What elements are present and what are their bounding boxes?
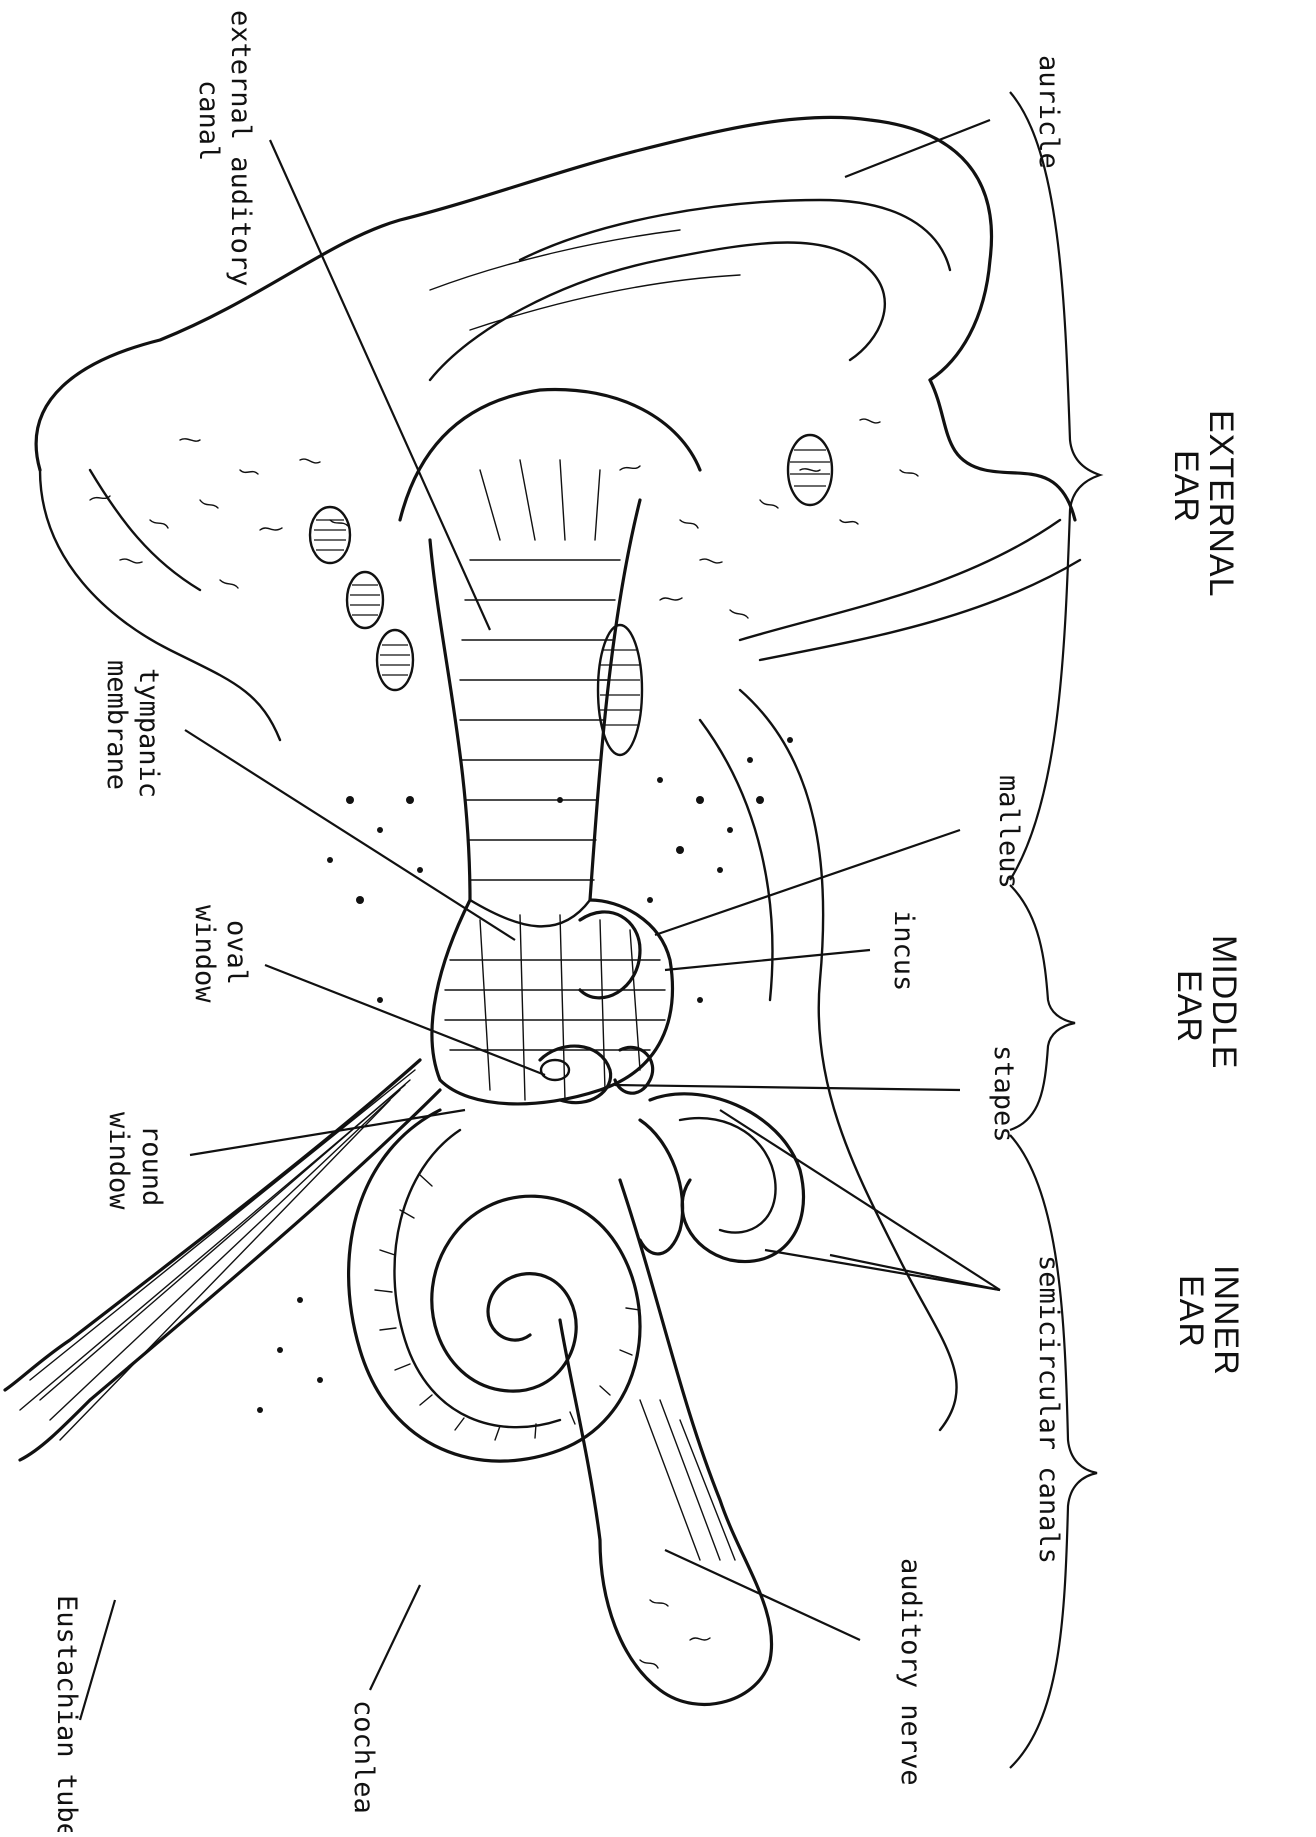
auricle-label: auricle: [1033, 55, 1064, 169]
round-window-label-line1: round: [136, 1125, 167, 1206]
inner-ear-drawing: [349, 520, 1080, 1704]
auditory-nerve-label: auditory nerve: [895, 1558, 926, 1786]
eustachian-tube-drawing: [5, 1060, 440, 1460]
inner-ear-label-line1: INNER: [1207, 1265, 1245, 1376]
auricle-drawing: [36, 117, 1075, 755]
external-ear-label-line1: EXTERNAL: [1202, 410, 1240, 598]
middle-ear-label-line2: EAR: [1170, 970, 1208, 1043]
stapes-label: stapes: [988, 1045, 1019, 1143]
cochlea-label: cochlea: [348, 1700, 379, 1814]
external-ear-label-line2: EAR: [1167, 450, 1205, 523]
oval-window-label-line2: window: [189, 905, 220, 1003]
eustachian-tube-label: Eustachian tube: [51, 1595, 82, 1832]
ear-canal-drawing: [400, 390, 700, 900]
round-window-label-line2: window: [103, 1112, 134, 1210]
tympanic-membrane-label-line1: tympanic: [133, 668, 164, 798]
external-auditory-canal-label-line2: canal: [193, 80, 224, 161]
oval-window-label-line1: oval: [221, 920, 252, 985]
tympanic-membrane-label-line2: membrane: [101, 660, 132, 790]
inner-ear-label-line2: EAR: [1172, 1275, 1210, 1348]
semicircular-canals-label: semicircular canals: [1033, 1255, 1064, 1564]
incus-label: incus: [888, 910, 919, 991]
external-auditory-canal-label-line1: external auditory: [225, 10, 256, 286]
middle-ear-drawing: [432, 900, 673, 1104]
malleus-label: malleus: [993, 775, 1024, 889]
middle-ear-label-line1: MIDDLE: [1205, 935, 1243, 1069]
